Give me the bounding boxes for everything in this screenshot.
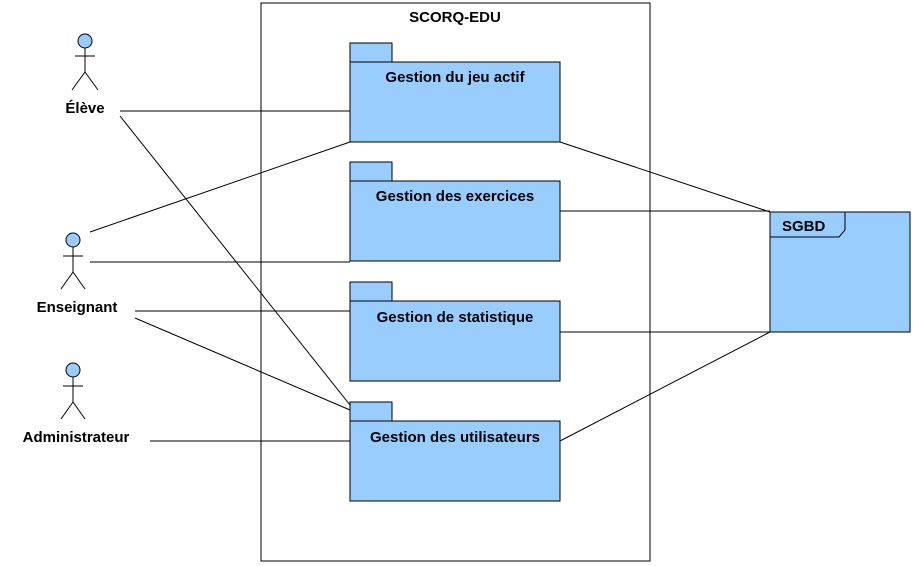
association-jeu-sgbd — [559, 141, 771, 213]
package-gestion-des-exercices[interactable]: Gestion des exercices — [349, 161, 561, 262]
association-lines — [89, 110, 771, 442]
system-boundary-box — [260, 2, 651, 562]
package-tab — [349, 161, 393, 182]
package-label: Gestion des utilisateurs — [370, 429, 540, 446]
package-name-tab — [770, 212, 846, 238]
actor-name: Administrateur — [23, 429, 130, 446]
system-title: SCORQ-EDU — [409, 9, 501, 26]
actor-head — [65, 232, 81, 248]
package-label: Gestion de statistique — [377, 309, 534, 326]
association-enseignant-jeu — [89, 141, 351, 233]
association-enseignant-utilisateurs — [134, 317, 351, 411]
actor-name: Élève — [65, 100, 104, 117]
actor-administrateur[interactable]: Administrateur — [23, 362, 130, 446]
package-tab — [349, 281, 393, 302]
package-gestion-du-jeu-actif[interactable]: Gestion du jeu actif — [349, 42, 561, 143]
package-body — [349, 420, 561, 502]
actor-leg-left — [60, 401, 74, 420]
actor-head — [65, 362, 81, 378]
association-utilisateurs-sgbd — [559, 331, 771, 442]
actor-leg-right — [84, 71, 99, 91]
actor-leg-right — [72, 401, 86, 420]
package-gestion-des-utilisateurs[interactable]: Gestion des utilisateurs — [349, 401, 561, 502]
actor-eleve[interactable]: Élève — [65, 33, 105, 117]
package-body — [349, 180, 561, 262]
package-tab — [349, 42, 393, 63]
actor-head — [77, 33, 93, 49]
association-eleve-utilisateurs — [119, 115, 351, 406]
package-label: Gestion du jeu actif — [385, 69, 525, 86]
actor-name: Enseignant — [37, 299, 118, 316]
package-tab — [349, 401, 393, 422]
actor-enseignant[interactable]: Enseignant — [37, 232, 118, 316]
actor-leg-left — [71, 71, 86, 91]
package-sgbd[interactable]: SGBD — [769, 211, 911, 333]
actor-leg-right — [72, 271, 86, 290]
package-body — [349, 61, 561, 143]
package-body — [769, 211, 911, 333]
system-boundary: SCORQ-EDU — [260, 2, 651, 562]
package-gestion-de-statistique[interactable]: Gestion de statistique — [349, 281, 561, 382]
package-label: Gestion des exercices — [376, 188, 534, 205]
package-body — [349, 300, 561, 382]
actor-leg-left — [60, 271, 74, 290]
package-label: SGBD — [782, 218, 826, 235]
